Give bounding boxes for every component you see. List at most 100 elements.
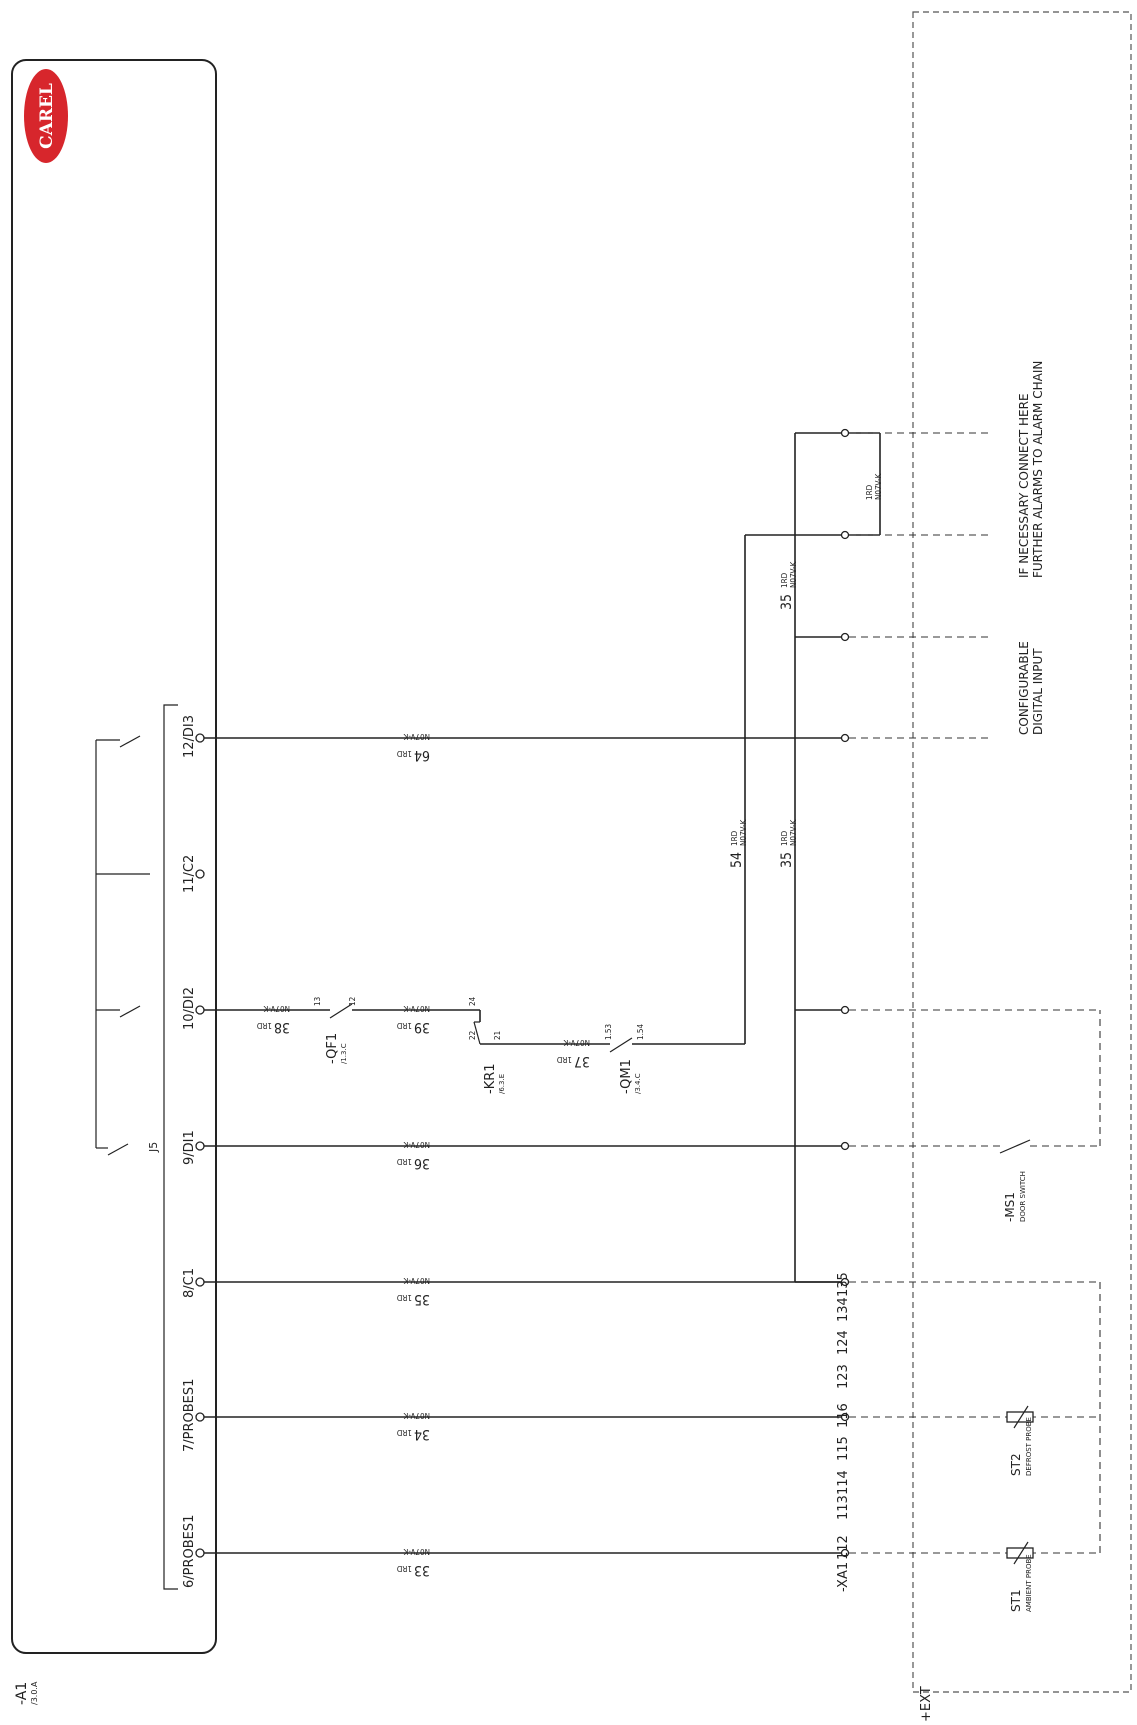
svg-text:AMBIENT PROBE: AMBIENT PROBE: [1025, 1554, 1033, 1612]
svg-text:35: 35: [414, 1291, 430, 1307]
svg-text:/6.3.E: /6.3.E: [498, 1074, 506, 1094]
svg-text:N07V-K: N07V-K: [403, 1140, 430, 1149]
svg-text:FURTHER ALARMS TO ALARM CHAIN: FURTHER ALARMS TO ALARM CHAIN: [1031, 361, 1045, 578]
terminal-label-12: 12/DI3: [182, 715, 197, 758]
svg-text:/3.4.C: /3.4.C: [634, 1073, 642, 1094]
terminal-label-10: 10/DI2: [182, 987, 197, 1030]
svg-text:1RD: 1RD: [256, 1021, 272, 1030]
svg-text:123: 123: [836, 1364, 851, 1389]
svg-text:112: 112: [836, 1535, 851, 1560]
external-box: [912, 11, 1132, 1693]
chain-contacts: [329, 1003, 633, 1053]
svg-text:33: 33: [414, 1562, 430, 1578]
terminal-labels: 6/PROBES1 7/PROBES1 8/C1 9/DI1 10/DI2 11…: [182, 715, 197, 1588]
svg-text:35: 35: [779, 852, 795, 868]
svg-text:1RD: 1RD: [396, 1564, 412, 1573]
external-dashed-wiring: [849, 432, 1101, 1554]
internal-switches: J5: [95, 735, 160, 1156]
terminal-label-6: 6/PROBES1: [182, 1515, 197, 1588]
controller-terminals: [195, 733, 205, 1558]
svg-text:1RD: 1RD: [780, 830, 789, 846]
svg-text:/1.3.C: /1.3.C: [340, 1043, 348, 1064]
svg-text:1RD: 1RD: [865, 484, 874, 500]
svg-text:N07V-K: N07V-K: [563, 1038, 590, 1047]
j5-label: J5: [147, 1142, 160, 1153]
svg-text:1RD: 1RD: [556, 1055, 572, 1064]
svg-text:N07V-K: N07V-K: [403, 732, 430, 741]
svg-text:134: 134: [836, 1297, 851, 1322]
svg-text:IF NECESSARY CONNECT HERE: IF NECESSARY CONNECT HERE: [1017, 393, 1031, 578]
svg-text:DOOR SWITCH: DOOR SWITCH: [1019, 1171, 1027, 1222]
svg-text:DIGITAL INPUT: DIGITAL INPUT: [1031, 648, 1045, 735]
svg-text:DEFROST PROBE: DEFROST PROBE: [1025, 1417, 1033, 1476]
svg-text:N07V-K: N07V-K: [403, 1004, 430, 1013]
controller-outline: [11, 59, 217, 1654]
terminal-strip-labels: -XA1 112 113 114 115 116 123 124 134 135: [836, 1272, 851, 1592]
svg-text:ST1: ST1: [1009, 1589, 1023, 1612]
svg-text:1RD: 1RD: [396, 1021, 412, 1030]
controller-ref: -A1 /3.0.A: [14, 1681, 39, 1705]
terminal-label-7: 7/PROBES1: [182, 1379, 197, 1452]
svg-text:12: 12: [348, 997, 357, 1006]
notes: CONFIGURABLE DIGITAL INPUT IF NECESSARY …: [1017, 361, 1045, 735]
svg-text:54: 54: [729, 852, 745, 868]
svg-text:-QM1: -QM1: [619, 1059, 634, 1094]
svg-text:-QF1: -QF1: [325, 1033, 340, 1064]
qm1-label: -QM1 /3.4.C: [619, 1059, 642, 1094]
svg-text:114: 114: [836, 1470, 851, 1495]
terminal-label-9: 9/DI1: [182, 1130, 197, 1165]
wires: [200, 432, 881, 1554]
svg-text:36: 36: [414, 1155, 430, 1171]
kr1-label: -KR1 /6.3.E: [483, 1063, 506, 1094]
svg-text:ST2: ST2: [1009, 1453, 1023, 1476]
svg-text:39: 39: [414, 1019, 430, 1035]
terminal-label-8: 8/C1: [182, 1268, 197, 1298]
svg-text:21: 21: [493, 1031, 502, 1040]
svg-text:-KR1: -KR1: [483, 1063, 498, 1094]
probe-st1: ST1 AMBIENT PROBE: [1006, 1541, 1034, 1612]
svg-text:1.54: 1.54: [636, 1024, 645, 1040]
controller-ref-label: -A1: [14, 1682, 30, 1705]
svg-text:1RD: 1RD: [396, 1293, 412, 1302]
svg-text:1RD: 1RD: [780, 572, 789, 588]
svg-text:N07V-K: N07V-K: [874, 473, 883, 500]
svg-text:113: 113: [836, 1495, 851, 1520]
svg-text:22: 22: [468, 1031, 477, 1040]
svg-text:64: 64: [414, 747, 430, 763]
svg-text:N07V-K: N07V-K: [403, 1276, 430, 1285]
carel-logo: CAREL: [24, 69, 68, 163]
svg-text:13: 13: [313, 997, 322, 1006]
svg-text:37: 37: [574, 1053, 590, 1069]
svg-text:1.53: 1.53: [604, 1024, 613, 1040]
svg-text:N07V-K: N07V-K: [403, 1411, 430, 1420]
device-labels: -QF1 /1.3.C 13 12 -KR1 /6.3.E 24 22 21 -…: [313, 996, 645, 1094]
svg-text:35: 35: [779, 594, 795, 610]
controller-ref-sub: /3.0.A: [30, 1681, 39, 1705]
svg-text:N07V-K: N07V-K: [739, 819, 748, 846]
svg-text:34: 34: [414, 1426, 430, 1442]
terminal-label-11: 11/C2: [182, 855, 197, 893]
j5-bracket: [163, 704, 178, 1590]
svg-text:116: 116: [836, 1403, 851, 1428]
svg-text:N07V-K: N07V-K: [403, 1547, 430, 1556]
probe-st2: ST2 DEFROST PROBE: [1006, 1405, 1034, 1476]
svg-text:115: 115: [836, 1436, 851, 1461]
svg-text:135: 135: [836, 1272, 851, 1297]
svg-text:CONFIGURABLE: CONFIGURABLE: [1017, 641, 1031, 735]
wire-labels: 33 1RD N07V-K 34 1RD N07V-K 35 1RD N07V-…: [256, 473, 883, 1578]
svg-text:124: 124: [836, 1330, 851, 1355]
xa1-ref: -XA1: [836, 1562, 851, 1592]
svg-text:38: 38: [274, 1019, 290, 1035]
svg-text:1RD: 1RD: [396, 749, 412, 758]
logo-text: CAREL: [37, 83, 57, 149]
door-switch-ms1: -MS1 DOOR SWITCH: [999, 1139, 1031, 1222]
svg-text:N07V-K: N07V-K: [789, 561, 798, 588]
svg-text:N07V-K: N07V-K: [789, 819, 798, 846]
svg-text:1RD: 1RD: [730, 830, 739, 846]
logo-ellipse: [24, 69, 68, 163]
svg-text:1RD: 1RD: [396, 1157, 412, 1166]
svg-text:-MS1: -MS1: [1003, 1192, 1017, 1222]
svg-text:24: 24: [468, 996, 477, 1006]
strip-terminals: [840, 428, 850, 1558]
